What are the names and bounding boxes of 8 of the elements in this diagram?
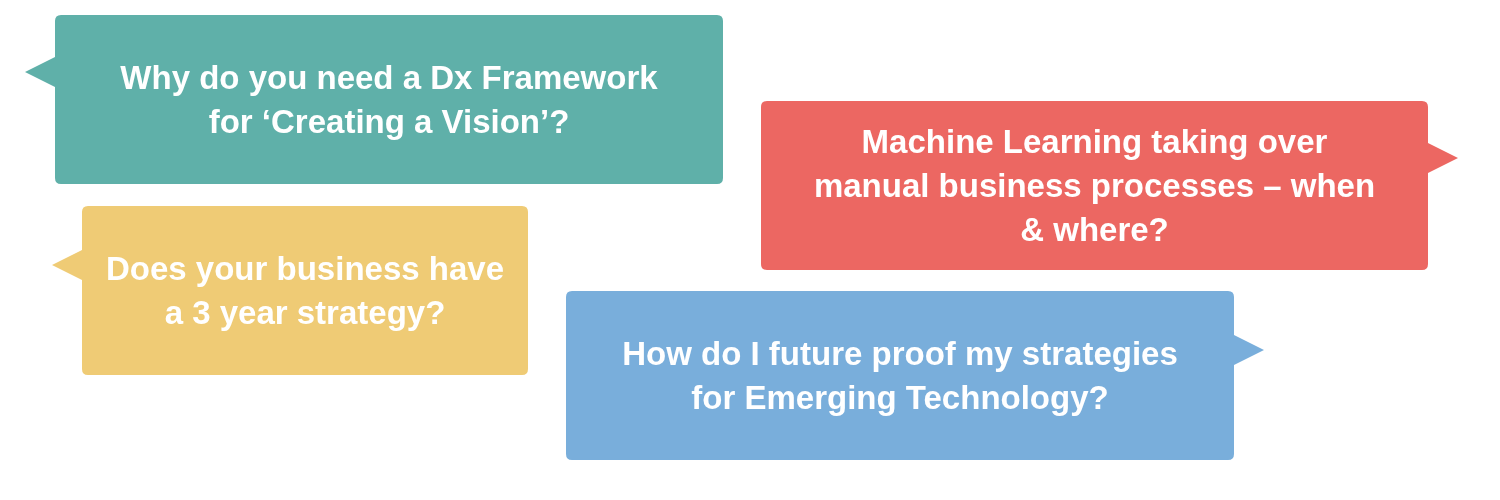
bubble-text: Why do you need a Dx Framework for ‘Creating a Vision’? xyxy=(119,57,659,142)
bubble-text: Does your business have a 3 year strategy? xyxy=(105,248,505,333)
bubble-text: Machine Learning taking over manual business processes – when & where? xyxy=(812,121,1377,250)
speech-bubble xyxy=(761,101,1458,270)
speech-bubble xyxy=(52,206,528,375)
speech-bubble xyxy=(25,15,723,184)
speech-bubble xyxy=(566,291,1264,460)
bubble-text: How do I future proof my strategies for Emerging Technology? xyxy=(621,333,1179,418)
